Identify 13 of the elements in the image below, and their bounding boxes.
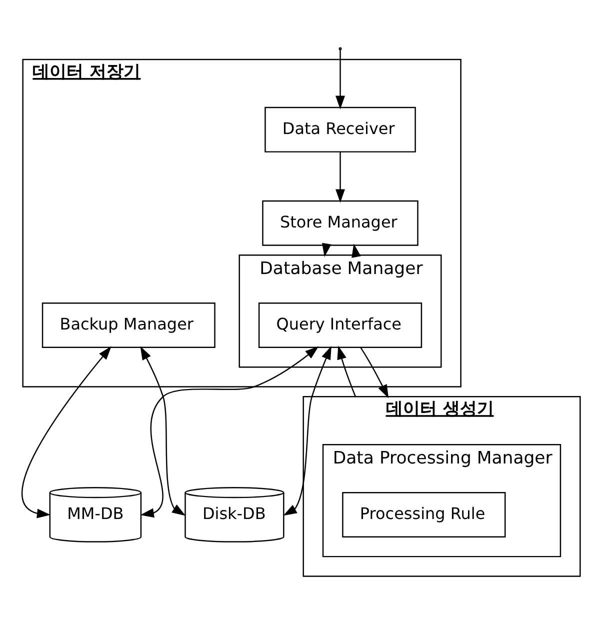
- arrow: [140, 346, 319, 518]
- node-box: Backup Manager: [42, 302, 216, 348]
- node-box: Query Interface: [258, 302, 422, 348]
- arrow: [336, 50, 345, 110]
- arrow: [322, 242, 332, 257]
- arrow: [336, 152, 345, 203]
- arrow: [140, 346, 186, 516]
- arrow: [22, 346, 112, 518]
- node-box: Data Receiver: [264, 106, 416, 152]
- node-box: Processing Rule: [342, 492, 506, 538]
- arrow: [283, 346, 332, 516]
- arrow: [337, 346, 356, 397]
- arrow: [360, 347, 389, 398]
